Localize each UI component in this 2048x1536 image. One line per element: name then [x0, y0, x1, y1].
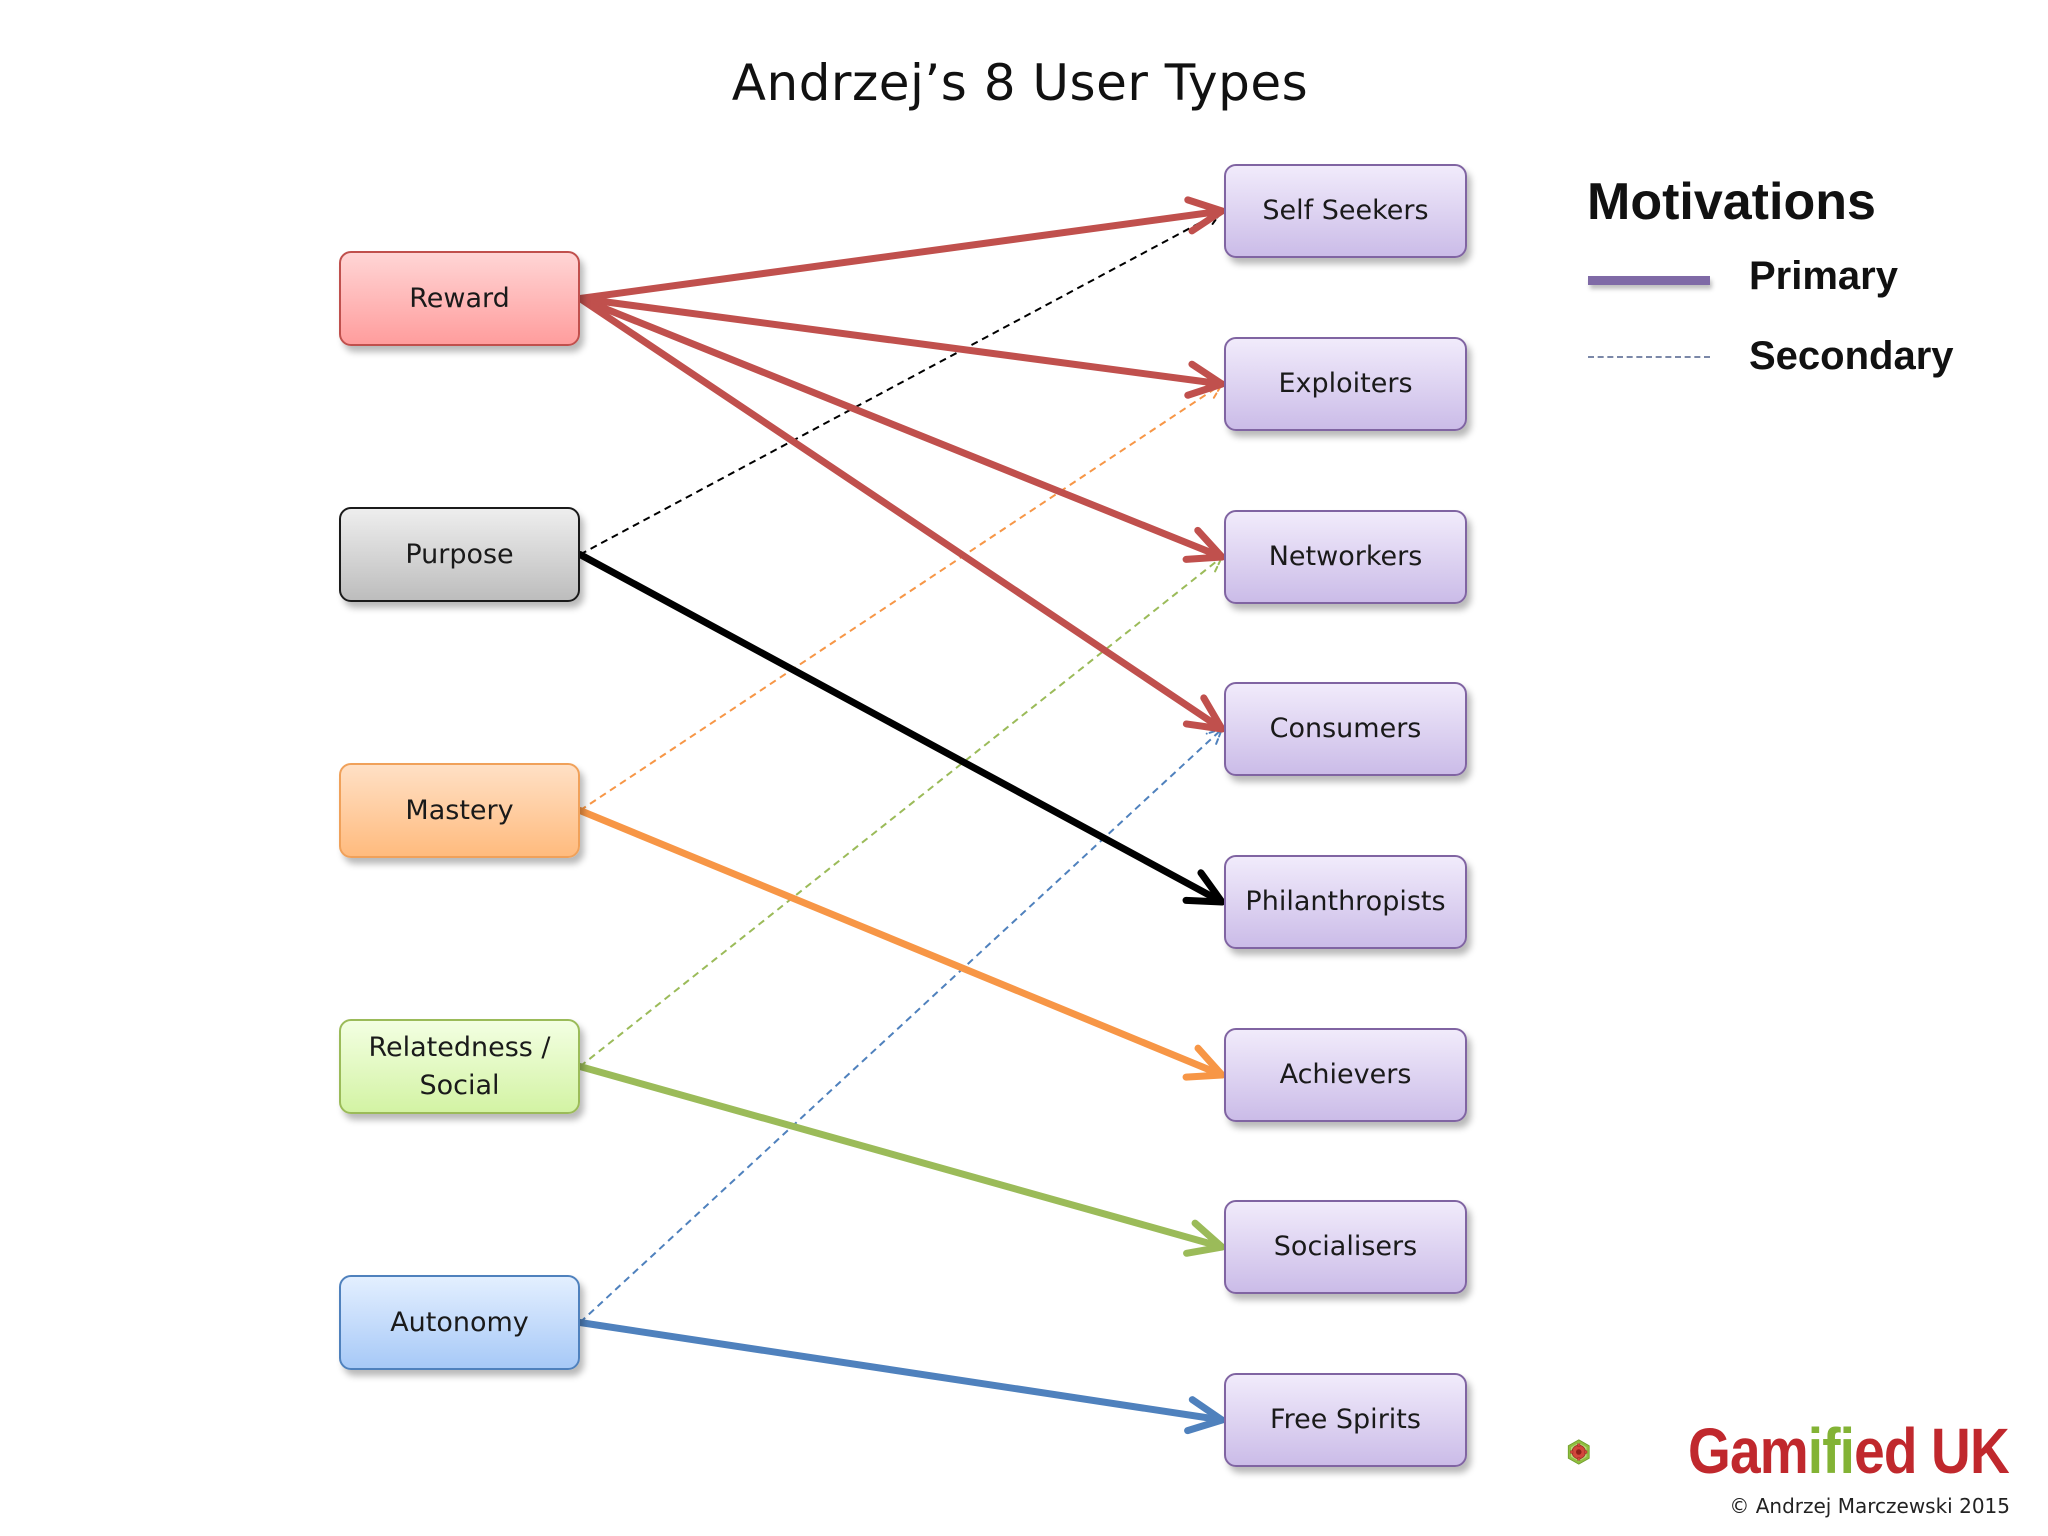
- user-type-node-self-seekers: Self Seekers: [1224, 164, 1467, 258]
- legend-primary-label: Primary: [1749, 254, 1898, 298]
- legend-secondary-line: [1588, 356, 1710, 358]
- user-type-node-exploiters: Exploiters: [1224, 337, 1467, 431]
- primary-link-reward-to-networkers: [576, 295, 1226, 563]
- legend-title: Motivations: [1587, 173, 1876, 231]
- user-type-node-consumers: Consumers: [1224, 682, 1467, 776]
- user-type-node-free-spirits: Free Spirits: [1224, 1373, 1467, 1467]
- motivation-node-purpose: Purpose: [339, 507, 580, 602]
- user-type-node-networkers: Networkers: [1224, 510, 1467, 604]
- primary-link-reward-to-consumers: [576, 295, 1226, 733]
- secondary-link-mastery-to-exploiters: [579, 383, 1223, 812]
- legend-secondary-label: Secondary: [1749, 334, 1954, 378]
- brand-name: Gamified UK: [1688, 1415, 2010, 1487]
- primary-link-purpose-to-philanthropists: [576, 551, 1226, 906]
- user-type-node-philanthropists: Philanthropists: [1224, 855, 1467, 949]
- user-type-node-achievers: Achievers: [1224, 1028, 1467, 1122]
- primary-link-autonomy-to-free-spirits: [576, 1319, 1226, 1435]
- primary-link-relatedness-to-socialisers: [576, 1063, 1226, 1257]
- copyright-text: © Andrzej Marczewski 2015: [1729, 1494, 2010, 1518]
- motivation-node-reward: Reward: [339, 251, 580, 346]
- primary-link-reward-to-exploiters: [576, 295, 1226, 399]
- secondary-link-purpose-to-self-seekers: [579, 210, 1223, 556]
- motivation-node-mastery: Mastery: [339, 763, 580, 858]
- diagram-title: Andrzej’s 8 User Types: [731, 54, 1309, 112]
- primary-link-reward-to-self-seekers: [576, 196, 1226, 302]
- secondary-link-relatedness-to-networkers: [579, 556, 1223, 1068]
- primary-link-mastery-to-achievers: [576, 807, 1226, 1081]
- motivation-node-autonomy: Autonomy: [339, 1275, 580, 1370]
- motivation-node-relatedness: Relatedness / Social: [339, 1019, 580, 1114]
- hexagon-gear-logo-icon: [1567, 1439, 1590, 1465]
- user-type-node-socialisers: Socialisers: [1224, 1200, 1467, 1294]
- secondary-link-autonomy-to-consumers: [579, 728, 1223, 1324]
- legend-primary-line: [1588, 276, 1710, 285]
